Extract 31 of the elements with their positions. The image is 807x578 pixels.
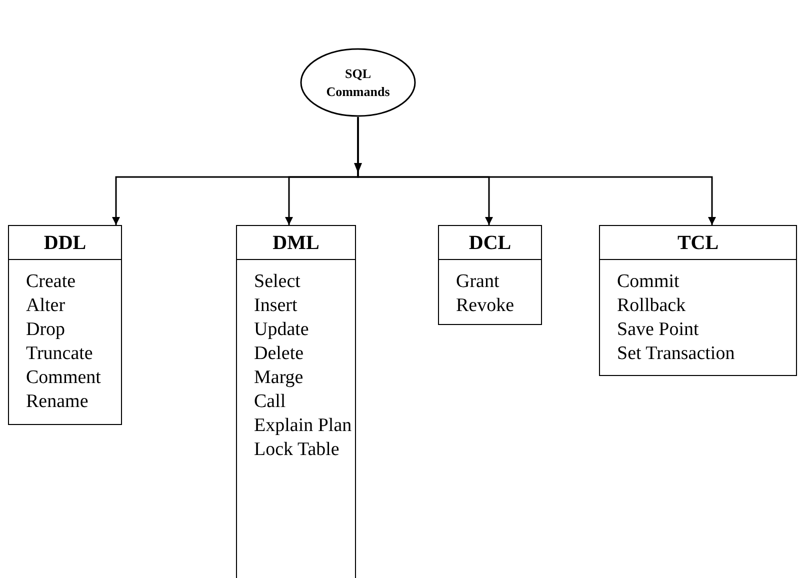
category-box (236, 225, 356, 578)
command-item: Grant (455, 270, 500, 294)
command-item: Drop (25, 318, 66, 342)
command-item: Create (25, 270, 77, 294)
command-item: Select (253, 270, 302, 294)
box-heading: TCL (600, 226, 796, 260)
command-item: Save Point (616, 318, 700, 342)
connector-arrow (357, 117, 716, 225)
command-item: Lock Table (253, 438, 340, 462)
command-item: Set Transaction (616, 342, 736, 366)
command-item: Marge (253, 366, 304, 390)
ellipse-label: SQL Commands (325, 64, 391, 100)
command-item: Rename (25, 390, 90, 414)
command-item: Call (253, 390, 287, 414)
command-ellipse (300, 48, 416, 117)
command-item: Explain Plan (253, 414, 353, 438)
category-box (599, 225, 797, 376)
command-item: Update (253, 318, 310, 342)
command-item: Revoke (455, 294, 516, 318)
category-box (438, 225, 542, 325)
box-heading: DCL (439, 226, 541, 260)
command-item: Comment (25, 366, 102, 390)
command-item: Truncate (25, 342, 94, 366)
box-heading: DDL (9, 226, 121, 260)
command-item: Rollback (616, 294, 687, 318)
command-item: Delete (253, 342, 305, 366)
box-heading: DML (237, 226, 355, 260)
category-box (8, 225, 122, 425)
command-item: Commit (616, 270, 680, 294)
command-item: Alter (25, 294, 66, 318)
command-item: Insert (253, 294, 298, 318)
